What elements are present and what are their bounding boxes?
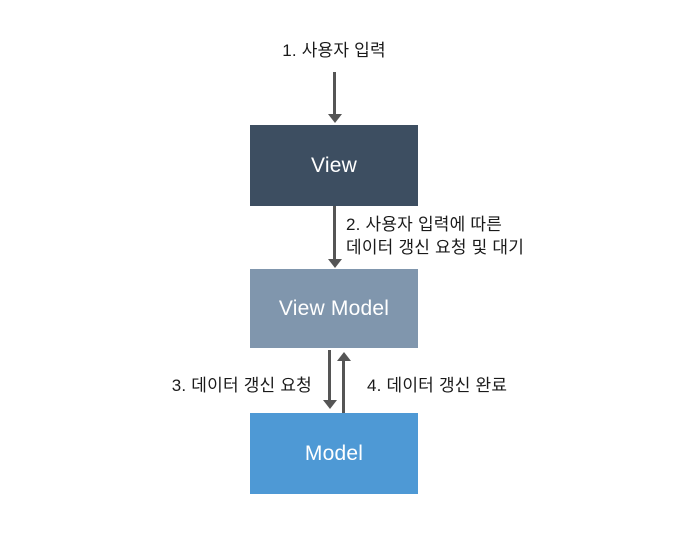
arrowhead-down-icon [327,259,342,268]
step1-user-input-label: 1. 사용자 입력 [282,41,386,60]
model-node: Model [250,413,418,494]
arrow-view-to-viewmodel [327,206,342,268]
step2-label-line1: 2. 사용자 입력에 따른 [346,215,503,234]
view-model-node: View Model [250,269,418,348]
view-node-label: View [311,153,357,177]
step3-data-refresh-request-label: 3. 데이터 갱신 요청 [171,376,312,395]
step4-data-refresh-complete-label: 4. 데이터 갱신 완료 [367,376,508,395]
arrowhead-down-icon [322,400,337,409]
arrowhead-up-icon [336,352,351,361]
model-node-label: Model [304,441,364,465]
view-model-node-label: View Model [278,296,390,320]
step2-data-refresh-request-label: 2. 사용자 입력에 따른 데이터 갱신 요청 및 대기 [346,213,524,259]
arrow-user-input-to-view [327,72,342,123]
step2-label-line2: 데이터 갱신 요청 및 대기 [346,238,525,257]
arrow-viewmodel-to-model [322,350,337,409]
arrowhead-down-icon [327,114,342,123]
view-node: View [250,125,418,206]
arrow-model-to-viewmodel [336,352,351,413]
